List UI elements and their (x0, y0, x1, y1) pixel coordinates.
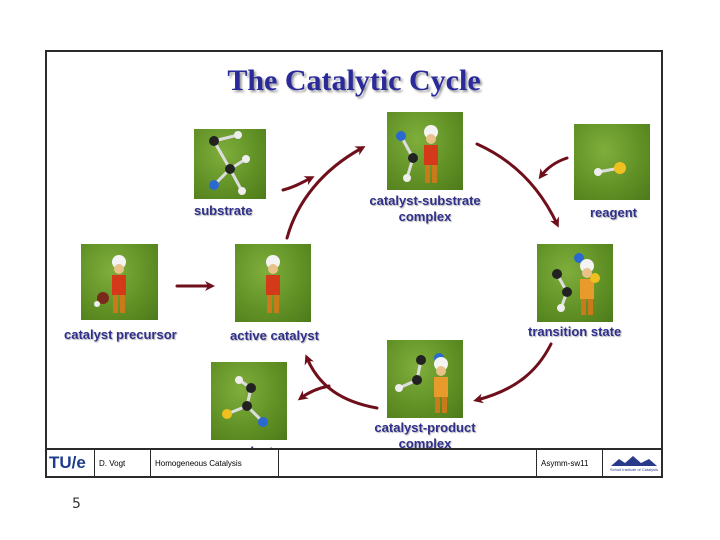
footer-author: D. Vogt (99, 458, 126, 468)
label-cs-line2: complex (398, 209, 452, 224)
substrate-photo (194, 129, 266, 199)
arrow-reagent-in (538, 156, 569, 180)
product-photo (211, 362, 287, 440)
footer-logo-cell: TU/e (47, 450, 95, 476)
precursor-figure-icon (94, 255, 126, 313)
footer-code-cell: Asymm-sw11 (537, 450, 603, 476)
catalyst-substrate-photo (387, 112, 463, 190)
label-reagent: reagent (590, 205, 637, 220)
substrate-molecule-icon (209, 131, 250, 195)
catalyst-product-photo (387, 340, 463, 418)
arrow-ts-to-cp (473, 342, 553, 404)
transition-state-figure-icon (552, 253, 600, 315)
label-catalyst-precursor: catalyst precursor (64, 327, 177, 342)
page-number: 5 (72, 496, 81, 512)
arrow-substrate-in (281, 176, 315, 192)
footer-course: Homogeneous Catalysis (155, 458, 242, 468)
slide: The Catalytic Cycle (45, 50, 663, 478)
arrow-cp-to-active (304, 354, 379, 410)
footer-course-cell: Homogeneous Catalysis (151, 450, 279, 476)
arrow-cs-to-ts (475, 142, 559, 228)
arrow-active-to-cs (285, 146, 366, 240)
transition-state-photo (537, 244, 613, 322)
slide-footer: TU/e D. Vogt Homogeneous Catalysis Asymm… (47, 448, 661, 476)
label-catalyst-product-complex: catalyst-product complex (367, 420, 483, 452)
label-cp-line1: catalyst-product (374, 420, 476, 435)
slide-title: The Catalytic Cycle (227, 64, 481, 97)
active-catalyst-photo (235, 244, 311, 322)
footer-institute-cell: Schuit Institute of Catalysis (603, 450, 661, 476)
footer-spacer-cell (279, 450, 537, 476)
footer-code: Asymm-sw11 (541, 458, 589, 468)
label-cp-line2: complex (398, 436, 452, 451)
catalyst-precursor-photo (81, 244, 158, 320)
arrow-product-out (297, 384, 331, 401)
label-substrate: substrate (194, 203, 253, 218)
catalyst-figure-icon (396, 125, 438, 183)
footer-author-cell: D. Vogt (95, 450, 151, 476)
label-catalyst-substrate-complex: catalyst-substrate complex (365, 193, 485, 225)
label-cs-line1: catalyst-substrate (369, 193, 481, 208)
reagent-photo (574, 124, 650, 200)
institute-logo-icon (611, 455, 657, 466)
tue-logo: TU/e (49, 453, 86, 472)
label-active-catalyst: active catalyst (230, 328, 319, 343)
label-transition-state: transition state (528, 324, 622, 339)
catalyst-product-figure-icon (395, 353, 448, 413)
active-catalyst-figure-icon (266, 255, 280, 313)
product-molecule-icon (222, 376, 268, 427)
reagent-molecule-icon (594, 162, 626, 176)
cycle-arrows (175, 142, 569, 410)
footer-institute: Schuit Institute of Catalysis (609, 466, 659, 472)
